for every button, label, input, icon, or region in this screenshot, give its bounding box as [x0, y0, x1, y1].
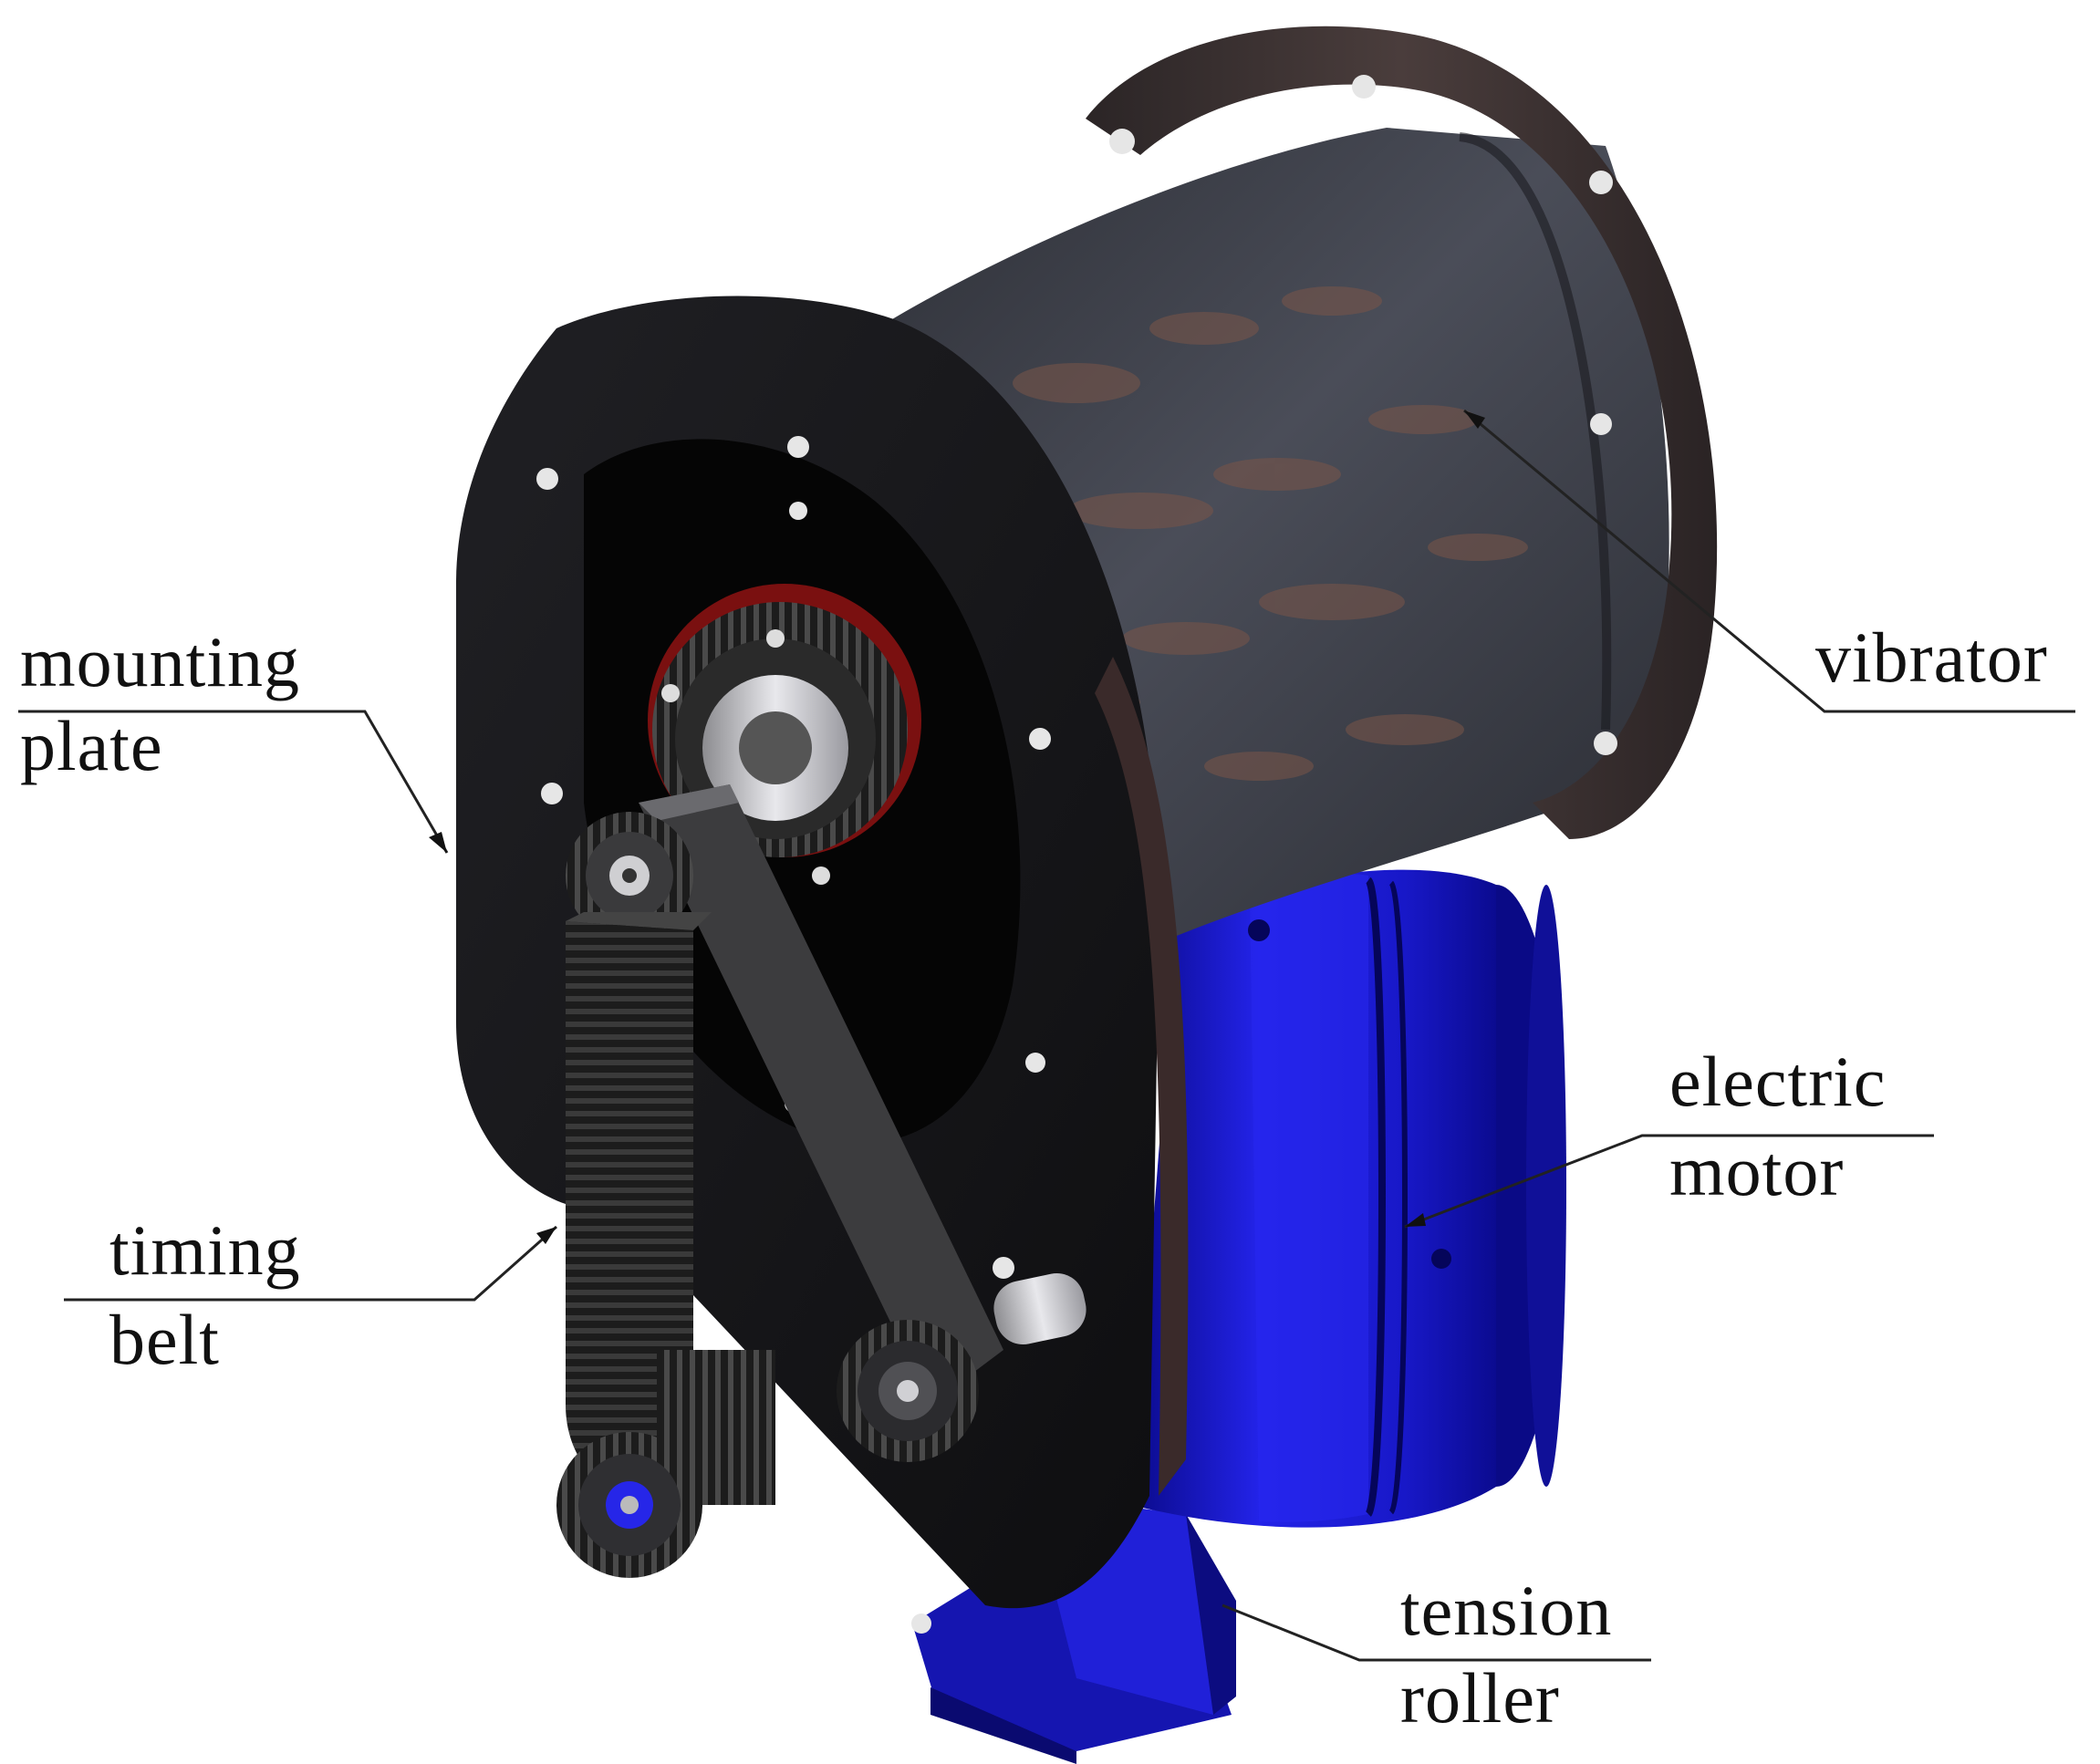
- top-sprocket: [566, 812, 693, 939]
- label-tension-roller: tension roller: [1400, 1569, 1612, 1740]
- electric-motor-body: [1131, 869, 1566, 1528]
- label-mounting-plate-line1: mounting: [20, 622, 301, 701]
- leader-tension-roller: [1222, 1603, 1651, 1662]
- label-electric-motor: electric motor: [1669, 1040, 1886, 1213]
- arrowhead-electric-motor: [1405, 1213, 1426, 1227]
- label-electric-motor-line1: electric: [1669, 1042, 1887, 1121]
- label-vibrator-line1: vibrator: [1815, 617, 2048, 697]
- label-tension-roller-line2: roller: [1400, 1658, 1560, 1738]
- tension-arm: [639, 784, 1086, 1405]
- leader-electric-motor: [1404, 1134, 1934, 1229]
- leader-vibrator: [1463, 409, 2075, 713]
- label-mounting-plate-line2: plate: [20, 706, 163, 785]
- label-electric-motor-line2: motor: [1669, 1131, 1845, 1210]
- vibrator-flange: [1086, 26, 1718, 839]
- leader-arrowheads: [429, 410, 1485, 1244]
- label-mounting-plate: mounting plate: [20, 620, 300, 788]
- arrowhead-timing-belt: [536, 1227, 556, 1244]
- tension-roller-sprocket: [837, 1320, 979, 1462]
- motor-pulley: [556, 1350, 775, 1578]
- label-timing-belt-line2: belt: [109, 1300, 220, 1379]
- label-timing-belt-line1: timing: [109, 1210, 301, 1290]
- arrowhead-vibrator: [1464, 410, 1485, 429]
- leader-lines: [18, 409, 2075, 1662]
- leader-mounting-plate: [18, 710, 449, 854]
- label-timing-belt: timing belt: [109, 1209, 301, 1382]
- leader-timing-belt: [64, 1225, 557, 1302]
- arrowhead-mounting-plate: [429, 832, 447, 853]
- label-vibrator: vibrator: [1815, 616, 2048, 700]
- label-tension-roller-line1: tension: [1400, 1571, 1613, 1650]
